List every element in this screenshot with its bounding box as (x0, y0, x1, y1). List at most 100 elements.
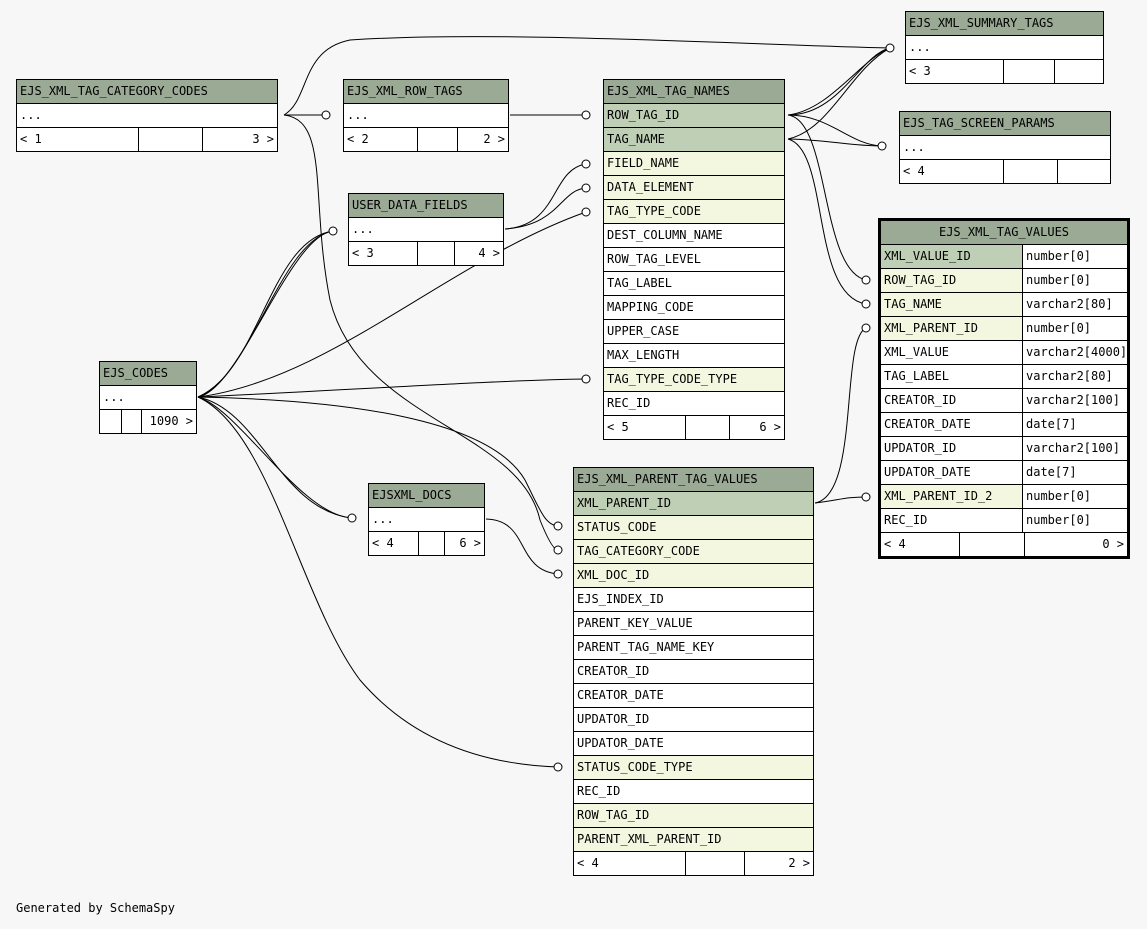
relation-endpoint (885, 43, 895, 53)
column-row[interactable]: STATUS_CODE_TYPE (574, 756, 813, 780)
footer-parent-count[interactable]: < 1 (20, 132, 42, 146)
column-row[interactable]: DATA_ELEMENT (604, 176, 784, 200)
column-row[interactable]: UPDATOR_ID (574, 708, 813, 732)
column-row[interactable]: PARENT_KEY_VALUE (574, 612, 813, 636)
table-ejs-tag-screen-params[interactable]: EJS_TAG_SCREEN_PARAMS ... < 4 (899, 111, 1111, 184)
column-row[interactable]: TAG_TYPE_CODE_TYPE (604, 368, 784, 392)
table-user-data-fields[interactable]: USER_DATA_FIELDS ... < 3 4 > (348, 193, 504, 266)
table-footer: < 4 2 > (574, 852, 813, 875)
column-row[interactable]: REC_ID (604, 392, 784, 416)
relation-endpoint (877, 141, 887, 151)
footer-child-count[interactable]: 0 > (1024, 533, 1127, 556)
table-title: EJS_CODES (100, 362, 196, 386)
footer-child-count[interactable]: 6 > (729, 416, 784, 439)
relation-endpoint (581, 183, 591, 193)
footer-child-count[interactable]: 2 > (744, 852, 813, 875)
column-row[interactable]: MAPPING_CODE (604, 296, 784, 320)
table-title: EJS_XML_PARENT_TAG_VALUES (574, 468, 813, 492)
column-row[interactable]: FIELD_NAME (604, 152, 784, 176)
table-ejs-xml-summary-tags[interactable]: EJS_XML_SUMMARY_TAGS ... < 3 (905, 11, 1104, 84)
relationship-line (197, 230, 334, 398)
footer-child-count[interactable]: 4 > (454, 242, 503, 265)
table-ejs-xml-parent-tag-values[interactable]: EJS_XML_PARENT_TAG_VALUES XML_PARENT_ID … (573, 467, 814, 876)
table-footer: < 3 4 > (349, 242, 503, 265)
relation-endpoint (553, 545, 563, 555)
footer-child-count[interactable] (1054, 60, 1103, 83)
relationship-line (485, 518, 559, 575)
column-row[interactable]: UPPER_CASE (604, 320, 784, 344)
table-ejs-codes[interactable]: EJS_CODES ... 1090 > (99, 361, 197, 434)
relationship-line (787, 47, 891, 116)
column-row[interactable]: STATUS_CODE (574, 516, 813, 540)
footer-parent-count[interactable]: < 4 (884, 537, 906, 551)
footer-spacer (685, 852, 744, 875)
table-footer: < 3 (906, 60, 1103, 83)
relation-endpoint (553, 569, 563, 579)
footer-parent-count[interactable]: < 5 (607, 420, 629, 434)
column-row[interactable]: TAG_NAME (604, 128, 784, 152)
footer-spacer (685, 416, 729, 439)
column-row[interactable]: UPDATOR_DATE (574, 732, 813, 756)
footer-child-count[interactable]: 6 > (444, 532, 484, 555)
relation-endpoint (861, 275, 871, 285)
footer-parent-count[interactable]: < 4 (372, 536, 394, 550)
relationship-line (197, 378, 587, 398)
column-row[interactable]: EJS_INDEX_ID (574, 588, 813, 612)
table-ejs-xml-tag-category-codes[interactable]: EJS_XML_TAG_CATEGORY_CODES ... < 1 3 > (16, 79, 278, 152)
footer-parent-count[interactable] (100, 410, 121, 433)
column-row[interactable]: PARENT_TAG_NAME_KEY (574, 636, 813, 660)
table-title: EJS_XML_TAG_CATEGORY_CODES (17, 80, 277, 104)
column-row[interactable]: CREATOR_DATE (574, 684, 813, 708)
relationship-line (197, 230, 334, 398)
column-row[interactable]: ROW_TAG_LEVEL (604, 248, 784, 272)
relationship-line (787, 47, 891, 140)
relationship-line (197, 230, 334, 398)
column-row[interactable]: TAG_LABEL (604, 272, 784, 296)
column-row[interactable]: MAX_LENGTH (604, 344, 784, 368)
footer-child-count[interactable] (1057, 160, 1110, 183)
column-row[interactable]: ROW_TAG_ID (604, 104, 784, 128)
relation-endpoint (553, 762, 563, 772)
column-row[interactable]: XML_DOC_ID (574, 564, 813, 588)
footer-parent-count[interactable]: < 3 (909, 64, 931, 78)
column-row[interactable]: CREATOR_ID (574, 660, 813, 684)
table-ejs-xml-row-tags[interactable]: EJS_XML_ROW_TAGS ... < 2 2 > (343, 79, 509, 152)
footer-child-count[interactable]: 3 > (202, 128, 277, 151)
relationship-line (787, 114, 883, 147)
footer-parent-count[interactable]: < 4 (903, 164, 925, 178)
column-row[interactable]: XML_PARENT_ID (574, 492, 813, 516)
footer-child-count[interactable]: 1090 > (141, 410, 196, 433)
table-ejsxml-docs[interactable]: EJSXML_DOCS ... < 4 6 > (368, 483, 485, 556)
footer-parent-count[interactable]: < 4 (577, 856, 599, 870)
table-title: EJSXML_DOCS (369, 484, 484, 508)
column-row[interactable]: PARENT_XML_PARENT_ID (574, 828, 813, 852)
column-row[interactable]: REC_ID (574, 780, 813, 804)
column-row[interactable]: ROW_TAG_ID (574, 804, 813, 828)
table-row: ... (344, 104, 508, 128)
relationship-line (787, 114, 867, 281)
footer-parent-count[interactable]: < 3 (352, 246, 374, 260)
column-row[interactable]: TAG_TYPE_CODE (604, 200, 784, 224)
footer-child-count[interactable]: 2 > (457, 128, 508, 151)
relationship-line (197, 396, 559, 768)
table-ejs-xml-tag-names[interactable]: EJS_XML_TAG_NAMES ROW_TAG_ID TAG_NAME FI… (603, 79, 785, 440)
column-row[interactable]: TAG_CATEGORY_CODE (574, 540, 813, 564)
relation-endpoint (581, 374, 591, 384)
column-row[interactable]: DEST_COLUMN_NAME (604, 224, 784, 248)
footer-parent-count[interactable]: < 2 (347, 132, 369, 146)
relation-endpoint (347, 513, 357, 523)
table-row: ... (349, 218, 503, 242)
